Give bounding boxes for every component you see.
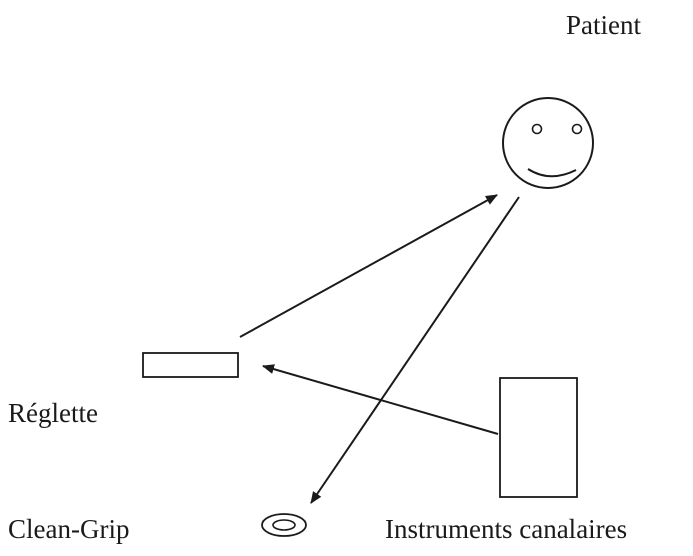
arrow-patient-to-clean-grip — [310, 196, 520, 504]
clean-grip-icon — [261, 513, 307, 537]
instruments-label: Instruments canalaires — [385, 514, 628, 544]
reglette-box — [142, 352, 239, 378]
reglette-label: Réglette — [8, 398, 98, 428]
smile-icon — [527, 168, 577, 178]
left-eye-icon — [531, 123, 543, 135]
clean-grip-label: Clean-Grip — [8, 514, 130, 544]
patient-label: Patient — [566, 10, 641, 40]
instruments-box — [499, 377, 578, 498]
right-eye-icon — [571, 123, 583, 135]
patient-smiley-icon — [502, 97, 594, 189]
arrow-reglette-to-patient — [239, 194, 498, 338]
